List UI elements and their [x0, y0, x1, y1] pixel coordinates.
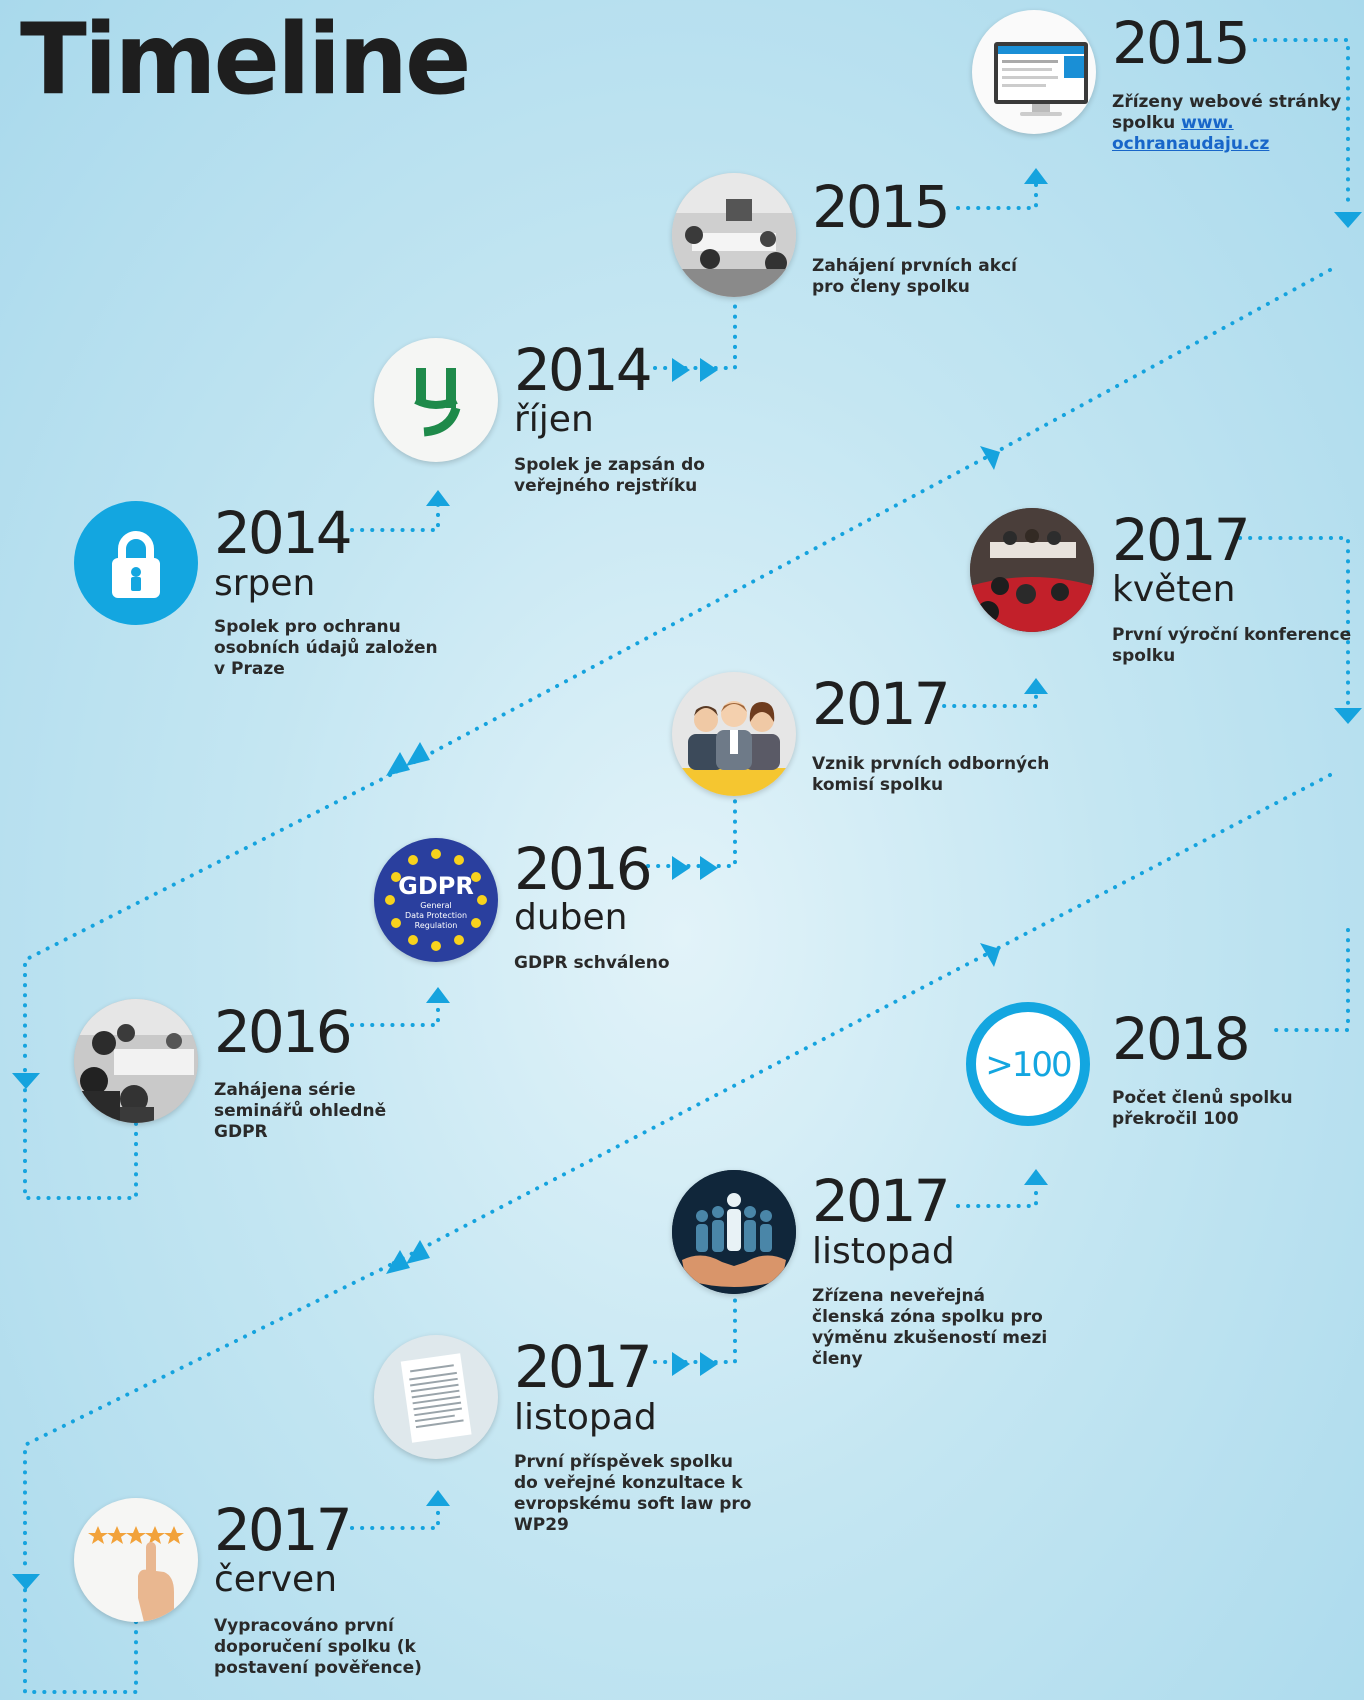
- event-year: 2014: [214, 499, 353, 567]
- seminar-photo: [74, 999, 198, 1123]
- arrow-up-icon: [1024, 678, 1048, 694]
- document-icon: [374, 1335, 498, 1459]
- event-year: 2016: [514, 835, 653, 903]
- event-description: První příspěvek spolku do veřejné konzul…: [514, 1452, 752, 1535]
- event-month: listopad: [812, 1231, 955, 1272]
- arrow-downleft-icon: [386, 752, 410, 776]
- event-month: srpen: [214, 563, 316, 604]
- event-year: 2017: [812, 670, 951, 738]
- badge-subtitle: Data Protection: [405, 911, 467, 920]
- arrow-down-icon: [12, 1073, 40, 1089]
- people-icon: [672, 672, 796, 796]
- connector-path: [956, 1178, 1038, 1208]
- arrow-downleft-icon: [406, 1240, 430, 1264]
- connector-path: [1270, 928, 1350, 1032]
- connector-path: [956, 178, 1038, 210]
- arrow-up-icon: [1024, 1169, 1048, 1185]
- arrow-right-icon: [672, 1352, 690, 1376]
- arrow-up-icon: [426, 987, 450, 1003]
- arrow-up-icon: [426, 490, 450, 506]
- event-description: Počet členů spolku překročil 100: [1112, 1088, 1293, 1129]
- event-month: listopad: [514, 1397, 657, 1438]
- connector-path: [983, 773, 1332, 957]
- arrow-right-icon: [672, 856, 690, 880]
- gdpr-badge-icon: GDPR General Data Protection Regulation: [374, 838, 498, 962]
- arrow-up-icon: [426, 1490, 450, 1506]
- lock-icon: [74, 501, 198, 625]
- event-year: 2015: [812, 173, 951, 241]
- event-month: květen: [1112, 569, 1236, 610]
- event-description: Vypracováno první doporučení spolku (k p…: [214, 1616, 422, 1678]
- arrow-right-icon: [700, 358, 718, 382]
- badge-title: GDPR: [398, 872, 474, 900]
- arrow-right-icon: [700, 1352, 718, 1376]
- event-year: 2017: [812, 1167, 951, 1235]
- page-title: Timeline: [20, 3, 471, 117]
- connector-path: [932, 688, 1038, 708]
- rating-hand-icon: [74, 1498, 198, 1622]
- event-year: 2017: [214, 1496, 353, 1564]
- event-year: 2015: [1112, 9, 1251, 77]
- event-year: 2017: [514, 1333, 653, 1401]
- event-month: říjen: [514, 399, 594, 440]
- conference-photo: [970, 508, 1094, 632]
- website-link[interactable]: www.ochranaudaju.cz: [1112, 113, 1270, 154]
- event-month: duben: [514, 897, 628, 938]
- arrow-down-icon: [1334, 212, 1362, 228]
- arrow-down-icon: [1334, 708, 1362, 724]
- badge-subtitle: General: [420, 901, 452, 910]
- event-year: 2014: [514, 336, 653, 404]
- connector-path: [350, 1503, 440, 1530]
- connector-path: [1253, 38, 1350, 207]
- arrow-downleft-icon: [406, 742, 430, 766]
- connector-path: [646, 798, 737, 868]
- event-description-text: Zřízeny webové stránky spolku: [1112, 92, 1342, 133]
- connector-path: [23, 1068, 138, 1200]
- event-description: Zahájení prvních akcí pro členy spolku: [812, 256, 1017, 297]
- members-count-label: >100: [985, 1045, 1071, 1085]
- event-description: GDPR schváleno: [514, 953, 670, 973]
- arrow-downleft-icon: [386, 1250, 410, 1274]
- registry-logo-icon: [374, 338, 498, 462]
- arrow-right-icon: [672, 358, 690, 382]
- event-description: Spolek pro ochranu osobních údajů založe…: [214, 617, 438, 679]
- arrow-downleft-icon: [980, 446, 1000, 470]
- connector-path: [388, 953, 987, 1267]
- event-description: Zřízeny webové stránky spolku www.ochran…: [1112, 92, 1352, 155]
- connector-path: [653, 298, 737, 370]
- event-year: 2018: [1112, 1005, 1251, 1073]
- event-year: 2017: [1112, 506, 1251, 574]
- event-description: Zřízena neveřejná členská zóna spolku pr…: [812, 1286, 1048, 1369]
- connector-path: [350, 993, 440, 1027]
- event-description: Zahájena série seminářů ohledně GDPR: [214, 1080, 387, 1142]
- badge-subtitle: Regulation: [415, 921, 458, 930]
- website-screen-icon: [972, 10, 1096, 134]
- hands-group-icon: [672, 1170, 796, 1294]
- connector-path: [653, 1298, 737, 1364]
- connector-path: [388, 456, 987, 777]
- meeting-photo: [672, 173, 796, 297]
- arrow-downleft-icon: [980, 943, 1000, 967]
- arrow-right-icon: [700, 856, 718, 880]
- event-description: Vznik prvních odborných komisí spolku: [812, 754, 1050, 795]
- event-description: Spolek je zapsán do veřejného rejstříku: [514, 455, 705, 496]
- arrow-down-icon: [12, 1574, 40, 1590]
- event-month: červen: [214, 1559, 338, 1600]
- connector-path: [350, 498, 440, 532]
- connector-path: [983, 268, 1332, 460]
- event-description: První výroční konference spolku: [1112, 625, 1352, 666]
- connector-path: [1238, 536, 1350, 707]
- event-year: 2016: [214, 998, 353, 1066]
- arrow-up-icon: [1024, 168, 1048, 184]
- members-count-icon: >100: [966, 1002, 1090, 1126]
